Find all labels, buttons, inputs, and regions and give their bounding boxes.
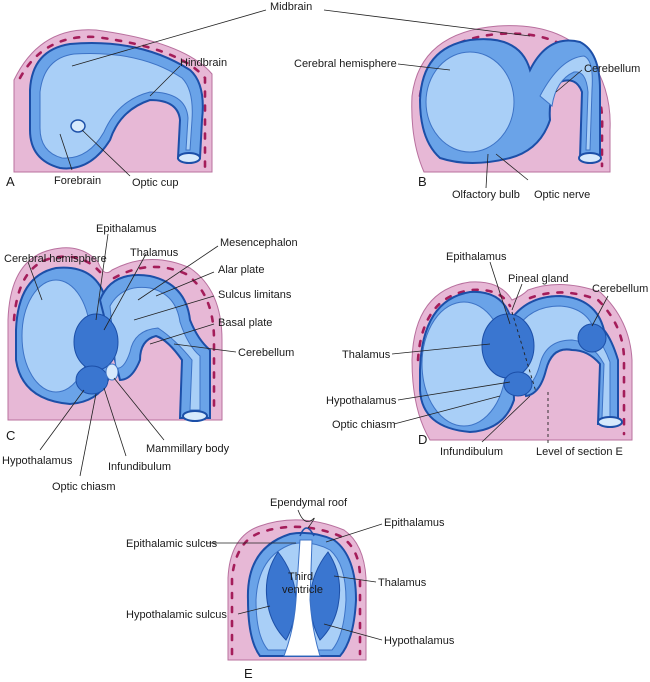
label-thalamus-e: Thalamus — [378, 577, 427, 589]
label-cerebellum-b: Cerebellum — [584, 63, 640, 75]
panel-d-illustration — [411, 281, 633, 441]
panel-letter-c: C — [6, 428, 15, 443]
panel-letter-a: A — [6, 174, 15, 189]
label-epithalamus-d: Epithalamus — [446, 251, 507, 263]
panel-letter-b: B — [418, 174, 427, 189]
panel-e-ependymal-roof — [299, 527, 315, 537]
label-thalamus-c: Thalamus — [130, 247, 179, 259]
label-hypothalamic-sulcus: Hypothalamic sulcus — [126, 609, 227, 621]
label-mesencephalon: Mesencephalon — [220, 237, 298, 249]
label-optic-cup: Optic cup — [132, 177, 178, 189]
label-third-ventricle-2: ventricle — [282, 584, 323, 596]
label-hypothalamus-e: Hypothalamus — [384, 635, 455, 647]
label-optic-chiasm-d: Optic chiasm — [332, 419, 396, 431]
label-infundibulum-c: Infundibulum — [108, 461, 171, 473]
label-epithalamus-c: Epithalamus — [96, 223, 157, 235]
panel-a-illustration — [13, 29, 213, 173]
panel-b-cut-end — [578, 152, 602, 164]
label-sulcus-limitans: Sulcus limitans — [218, 289, 292, 301]
label-third-ventricle-1: Third — [288, 571, 313, 583]
label-optic-nerve: Optic nerve — [534, 189, 590, 201]
label-ependymal-roof: Ependymal roof — [270, 497, 348, 509]
panel-e-third-ventricle — [283, 539, 321, 657]
panel-letter-d: D — [418, 432, 427, 447]
panel-letter-e: E — [244, 666, 253, 681]
panel-e-illustration — [227, 519, 367, 661]
panel-e-right-thalamus — [309, 551, 341, 641]
label-basal-plate: Basal plate — [218, 317, 272, 329]
panel-b-cerebellum-fold — [539, 55, 593, 151]
label-cerebellum-c: Cerebellum — [238, 347, 294, 359]
panel-c-brainstem-ventricle — [109, 286, 201, 411]
label-midbrain: Midbrain — [270, 1, 312, 13]
panel-d-hypothalamus-shape — [503, 371, 533, 397]
panel-c-mammillary-shape — [105, 363, 119, 381]
panel-a-optic-cup-shape — [70, 119, 86, 133]
panel-c-illustration — [7, 247, 223, 422]
label-hypothalamus-d: Hypothalamus — [326, 395, 397, 407]
panel-c-hypothalamus-shape — [75, 365, 109, 395]
panel-letters: A B C D E — [6, 174, 427, 681]
label-alar-plate: Alar plate — [218, 264, 264, 276]
label-hindbrain: Hindbrain — [180, 57, 227, 69]
label-epithalamic-sulcus: Epithalamic sulcus — [126, 538, 218, 550]
panel-e-cell-layer — [230, 525, 362, 656]
label-level-of-section: Level of section E — [536, 446, 623, 458]
label-infundibulum-d: Infundibulum — [440, 446, 503, 458]
label-optic-chiasm-c: Optic chiasm — [52, 481, 116, 493]
label-cerebral-hemisphere-b: Cerebral hemisphere — [294, 58, 397, 70]
panel-e-left-thalamus — [265, 551, 297, 641]
leader-lines — [27, 9, 609, 641]
label-cerebral-hemisphere-c: Cerebral hemisphere — [4, 253, 107, 265]
panel-a-cut-end — [177, 152, 201, 164]
labels: Midbrain Hindbrain Forebrain Optic cup C… — [2, 1, 648, 647]
panel-c-thalamus-shape — [73, 313, 119, 371]
panel-a-cell-layer — [18, 35, 207, 170]
label-olfactory-bulb: Olfactory bulb — [452, 189, 520, 201]
panel-c-cut-end — [182, 410, 208, 422]
label-mammillary-body: Mammillary body — [146, 443, 230, 455]
panel-c-cell-layer — [12, 255, 216, 416]
panel-b-hemisphere-ventricle — [425, 51, 515, 153]
label-forebrain: Forebrain — [54, 175, 101, 187]
label-thalamus-d: Thalamus — [342, 349, 391, 361]
label-epithalamus-e: Epithalamus — [384, 517, 445, 529]
label-cerebellum-d: Cerebellum — [592, 283, 648, 295]
label-hypothalamus-c: Hypothalamus — [2, 455, 73, 467]
panel-d-thalamus-shape — [481, 313, 535, 379]
panel-d-cut-end — [597, 416, 623, 428]
label-pineal-gland: Pineal gland — [508, 273, 569, 285]
panel-d-cerebellum-shape — [577, 323, 607, 353]
panel-b-illustration — [411, 25, 611, 173]
